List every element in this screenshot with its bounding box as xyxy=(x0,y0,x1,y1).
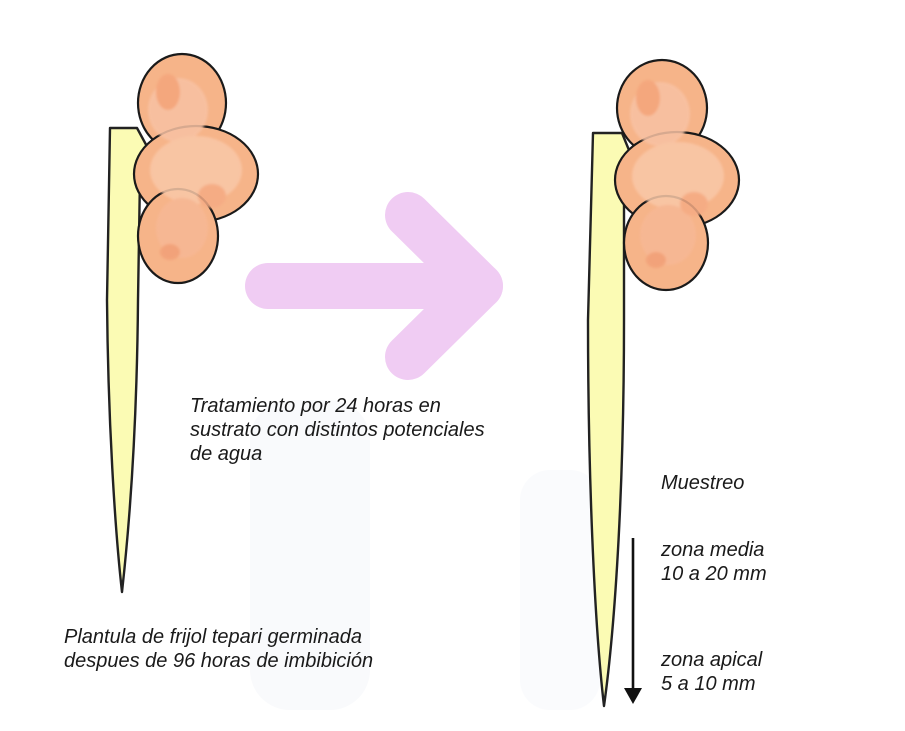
caption-line-2: despues de 96 horas de imbibición xyxy=(64,649,373,673)
sampling-arrow xyxy=(624,538,642,704)
apical-zone-name: zona apical xyxy=(661,648,762,672)
apical-zone-label: zona apical 5 a 10 mm xyxy=(661,648,762,696)
treatment-line-3: de agua xyxy=(190,442,485,466)
seedling-left xyxy=(107,54,258,592)
seedling-caption: Plantula de frijol tepari germinada desp… xyxy=(64,625,373,673)
sampling-title: Muestreo xyxy=(661,471,744,495)
cotyledons-left xyxy=(134,54,258,283)
treatment-line-1: Tratamiento por 24 horas en xyxy=(190,394,485,418)
middle-zone-name: zona media xyxy=(661,538,767,562)
treatment-label: Tratamiento por 24 horas en sustrato con… xyxy=(190,394,485,466)
seedling-right xyxy=(588,60,739,706)
treatment-line-2: sustrato con distintos potenciales xyxy=(190,418,485,442)
middle-zone-range: 10 a 20 mm xyxy=(661,562,767,586)
middle-zone-label: zona media 10 a 20 mm xyxy=(661,538,767,586)
apical-zone-range: 5 a 10 mm xyxy=(661,672,762,696)
cotyledons-right xyxy=(615,60,739,290)
caption-line-1: Plantula de frijol tepari germinada xyxy=(64,625,373,649)
process-arrow xyxy=(268,215,480,357)
